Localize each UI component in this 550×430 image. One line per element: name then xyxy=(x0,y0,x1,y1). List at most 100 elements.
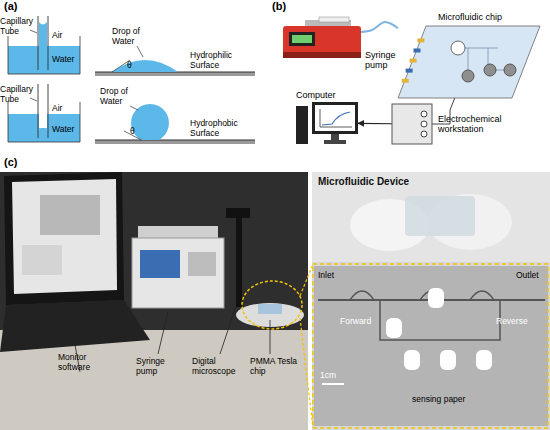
electrochemical-workstation-art xyxy=(421,111,427,117)
syringe-pump-art xyxy=(283,52,361,58)
syringe-pump: Syringe pump xyxy=(283,20,361,58)
device-photo xyxy=(405,196,475,236)
capillary-hydrophobic xyxy=(39,114,47,128)
capillary-hydrophobic xyxy=(8,102,80,142)
node-label: Computer xyxy=(296,90,336,100)
drop-hydrophilic xyxy=(137,46,143,57)
computer: Computer xyxy=(296,102,358,144)
lab-photo xyxy=(0,172,308,430)
surface-label: Hydrophobic Surface xyxy=(190,118,250,138)
scale-label: 1cm xyxy=(320,370,336,380)
device-photo xyxy=(300,264,313,296)
microfluidic-chip-art xyxy=(417,38,424,42)
port-label: Outlet xyxy=(516,270,539,280)
node-label: Electrochemical workstation xyxy=(438,114,513,134)
surface-label: Hydrophilic Surface xyxy=(190,50,245,70)
capillary-hydrophobic xyxy=(38,84,39,138)
microfluidic-chip-art xyxy=(451,41,465,55)
photo-label: Syringe pump xyxy=(136,356,180,376)
drop-hydrophilic xyxy=(112,60,178,72)
device-photo xyxy=(300,318,313,428)
device-photo xyxy=(440,350,456,370)
electrochemical-workstation-art xyxy=(392,104,432,144)
electrochemical-workstation-shape xyxy=(392,104,432,144)
lab-photo xyxy=(220,306,236,354)
electrochemical-workstation-art xyxy=(421,131,427,137)
photo-label: Monitor software xyxy=(58,352,110,372)
device-photo xyxy=(300,172,550,430)
drop-hydrophobic xyxy=(131,104,169,140)
computer-art xyxy=(315,105,355,131)
node-label: Syringe pump xyxy=(365,50,405,70)
computer-shape xyxy=(296,102,358,144)
angle-symbol: θ xyxy=(127,60,132,70)
device-photo xyxy=(476,350,492,370)
microfluidic-chip-art xyxy=(406,69,413,73)
flow-label: Forward xyxy=(340,316,371,326)
part-label: Capillary Tube xyxy=(0,16,36,36)
computer-art xyxy=(331,134,339,140)
data-arrow xyxy=(358,123,392,125)
region-label: Air xyxy=(52,103,62,113)
microfluidic-chip-art xyxy=(413,48,420,52)
device-photo xyxy=(350,291,494,300)
lab-photo xyxy=(226,208,250,218)
lab-photo xyxy=(132,238,224,308)
microfluidic-chip-art xyxy=(402,79,409,83)
syringe-pump-art xyxy=(292,35,312,43)
lab-photo xyxy=(140,250,180,278)
computer-art xyxy=(312,102,358,134)
capillary-hydrophobic xyxy=(48,84,49,138)
part-label: Drop of Water xyxy=(112,26,152,46)
capillary-hydrophilic xyxy=(39,22,47,70)
lab-photo xyxy=(22,245,62,275)
microfluidic-chip-art xyxy=(504,64,516,76)
angle-symbol: θ xyxy=(130,126,135,136)
lab-photo xyxy=(0,172,308,430)
device-photo xyxy=(428,288,444,308)
syringe-pump-shape xyxy=(283,20,361,58)
microfluidic-chip-shape xyxy=(398,26,540,98)
syringe-pump-art xyxy=(319,17,349,22)
photo-label: PMMA Tesla chip xyxy=(250,356,302,376)
device-photo xyxy=(312,172,550,262)
port-label: Inlet xyxy=(318,270,334,280)
part-label: sensing paper xyxy=(412,394,465,404)
electrochemical-workstation: Electrochemical workstation xyxy=(392,104,432,144)
device-photo xyxy=(386,318,402,338)
inset-title: Microfluidic Device xyxy=(318,176,409,188)
panel-label: (b) xyxy=(272,0,286,13)
computer-art xyxy=(296,102,358,144)
region-label: Water xyxy=(52,54,74,64)
part-label: Drop of Water xyxy=(100,86,140,106)
lab-photo xyxy=(158,312,168,354)
microfluidic-chip-art xyxy=(398,26,540,98)
capillary-hydrophilic xyxy=(48,16,49,70)
capillary-hydrophobic xyxy=(8,114,80,142)
drop-hydrophobic xyxy=(95,140,255,144)
tubing xyxy=(361,22,398,32)
drop-hydrophilic xyxy=(95,46,255,76)
device-photo xyxy=(314,266,548,426)
lab-photo xyxy=(258,304,282,314)
lab-photo xyxy=(270,320,271,354)
photo-label: Digital microscope xyxy=(192,356,242,376)
flow-label: Reverse xyxy=(496,316,528,326)
drop-hydrophobic xyxy=(130,106,138,110)
capillary-hydrophilic xyxy=(38,16,39,70)
panel-label: (a) xyxy=(4,0,17,13)
computer-art xyxy=(296,106,308,144)
microfluidic-chip-art xyxy=(462,70,474,82)
region-label: Water xyxy=(52,124,74,134)
microfluidic-chip-art xyxy=(484,64,496,76)
lab-photo xyxy=(12,179,117,294)
part-label: Capillary Tube xyxy=(0,84,36,104)
syringe-pump-art xyxy=(289,32,315,46)
microfluidic-chip-art xyxy=(410,59,417,63)
syringe-pump-art xyxy=(283,26,361,58)
lab-photo xyxy=(4,172,124,305)
electrochemical-workstation-art xyxy=(392,104,432,144)
region-label: Air xyxy=(52,30,62,40)
device-photo xyxy=(404,350,420,370)
